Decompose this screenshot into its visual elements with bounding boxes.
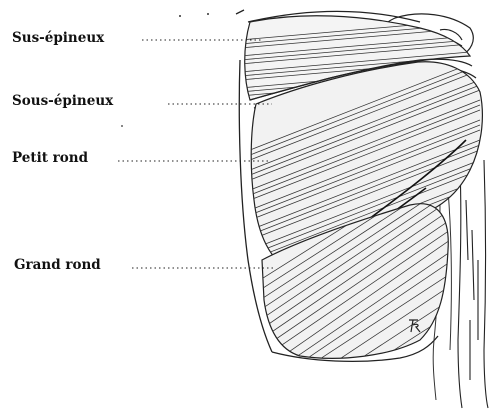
label-infraspinatus: Sous-épineux xyxy=(12,93,113,109)
label-teres-minor: Petit rond xyxy=(12,150,88,166)
label-teres-major: Grand rond xyxy=(14,257,101,273)
label-supraspinatus: Sus-épineux xyxy=(12,30,104,46)
artist-signature xyxy=(406,318,426,334)
humerus xyxy=(458,160,488,408)
specks xyxy=(121,13,209,127)
